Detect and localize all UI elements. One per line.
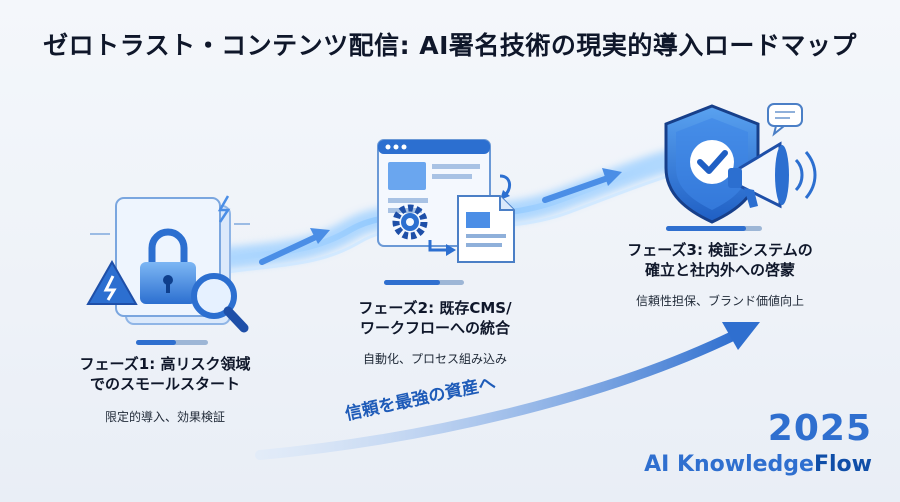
phase1-progress-fill [136,340,176,345]
phase3-progress-fill [666,226,746,231]
warning-icon [86,259,138,305]
magnifier-icon [191,273,249,333]
phase1-title: フェーズ1: 高リスク領域 でのスモールスタート [50,354,280,394]
megaphone-icon [728,141,817,209]
speech-bubble-icon [767,103,803,137]
phase2-desc: 自動化、プロセス組み込み [362,352,507,366]
phase3-desc: 信頼性担保、ブランド価値向上 [635,294,804,308]
step-arrow-1 [259,228,330,265]
phase3-title: フェーズ3: 検証システムの 確立と社内外への啓蒙 [600,240,840,280]
brand-part1: AI Knowledge [644,452,814,477]
growth-arrow [255,322,760,460]
phase1-desc: 限定的導入、効果検証 [104,410,225,424]
phase1-title-line1: フェーズ1: 高リスク領域 [79,355,251,373]
phase1-title-line2: でのスモールスタート [89,375,240,393]
brand-part2: Flow [813,452,872,477]
spark-lines-1 [90,195,250,235]
phase2-title-line1: フェーズ2: 既存CMS/ [358,299,512,317]
phase3-title-line2: 確立と社内外への啓蒙 [644,261,795,279]
phase2-title: フェーズ2: 既存CMS/ ワークフローへの統合 [320,298,550,338]
phase2-title-line2: ワークフローへの統合 [359,319,510,337]
brand-logo: AI KnowledgeFlow [644,452,872,477]
page-title: ゼロトラスト・コンテンツ配信: AI署名技術の現実的導入ロードマップ [43,31,857,60]
phase2-progress-fill [384,280,440,285]
document-icon [428,195,515,263]
step-arrow-2 [542,168,622,203]
year-label: 2025 [767,408,872,449]
phase3-title-line1: フェーズ3: 検証システムの [627,241,813,259]
gear-icon [392,204,428,240]
